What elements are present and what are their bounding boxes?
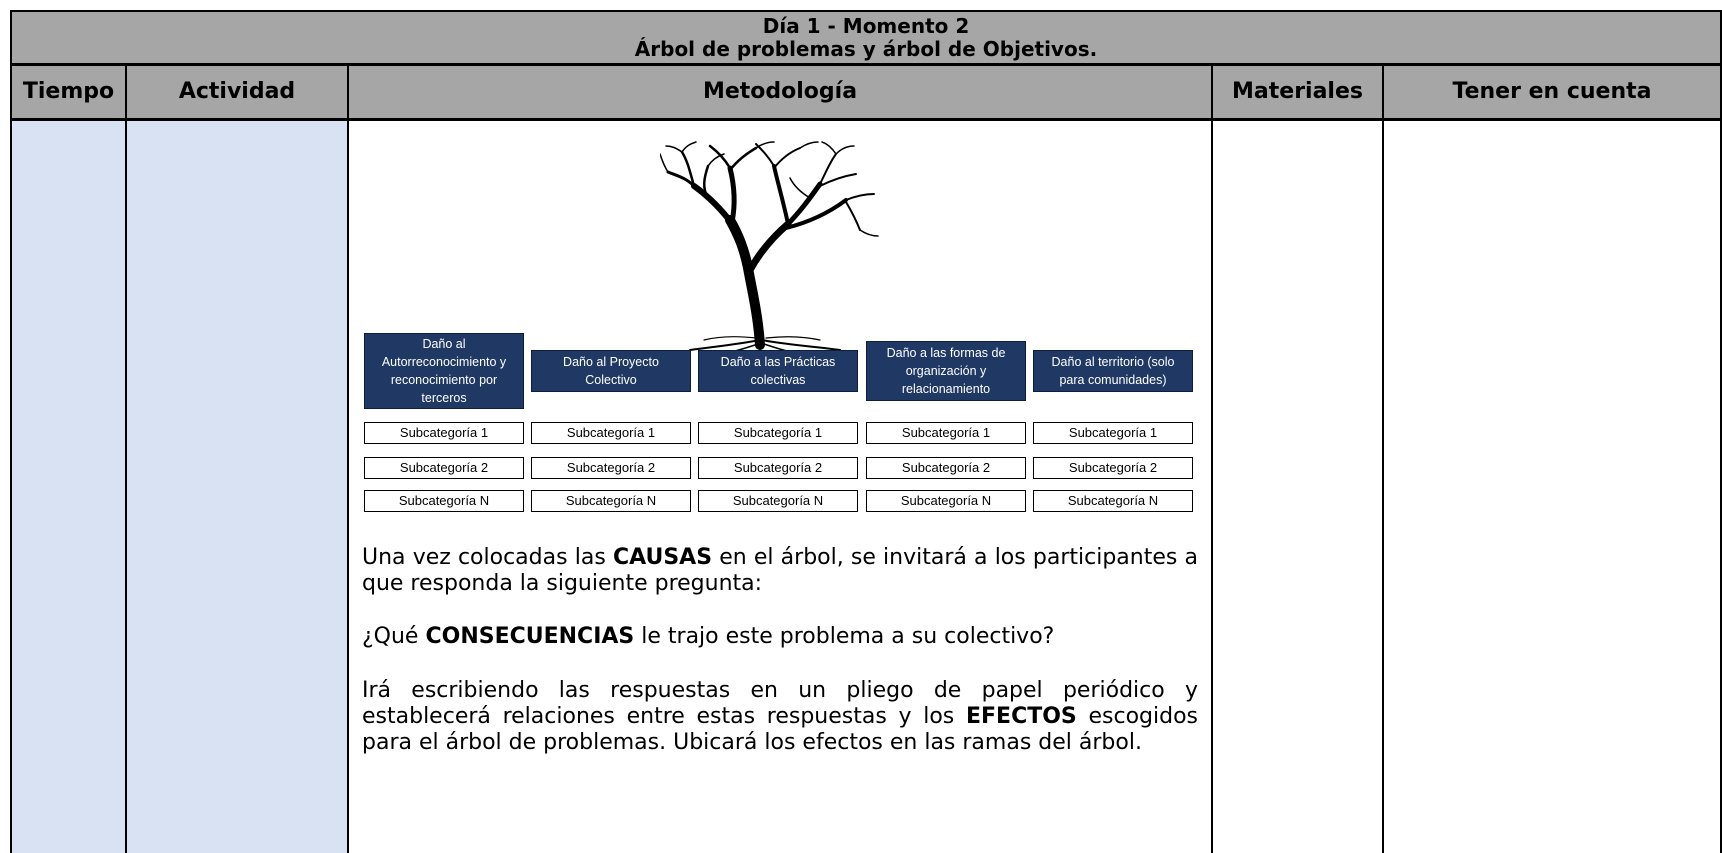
paragraph-efectos: Irá escribiendo las respuestas en un pli… [362,678,1198,756]
subcategory-box: Subcategoría 2 [698,457,858,479]
paragraph-question: ¿Qué CONSECUENCIAS le trajo este problem… [362,624,1198,650]
column-header-materiales: Materiales [1211,64,1384,120]
text-span: escogidos para el árbol de problemas. Ub… [362,704,1199,755]
text-span: Irá escribiendo las respuestas en un pli… [362,678,1198,729]
keyword-consecuencias: CONSECUENCIAS [425,624,635,649]
subcategory-box: Subcategoría 1 [698,422,858,444]
text-span: le trajo este problema a su colectivo? [634,624,1055,649]
keyword-efectos: EFECTOS [965,704,1077,729]
subcategory-box: Subcategoría 1 [1033,422,1193,444]
subcategory-box: Subcategoría 2 [531,457,691,479]
materiales-cell [1211,119,1384,853]
text-span: Una vez colocadas las [362,545,613,570]
column-header-tener-en-cuenta: Tener en cuenta [1382,64,1722,120]
subcategory-box: Subcategoría 1 [531,422,691,444]
column-header-metodologia: Metodología [347,64,1213,120]
subcategory-box: Subcategoría N [531,490,691,512]
table-title: Día 1 - Momento 2 Árbol de problemas y á… [10,10,1722,65]
tener-en-cuenta-cell [1382,119,1722,853]
subcategory-box: Subcategoría N [866,490,1026,512]
category-practicas-colectivas: Daño a las Prácticas colectivas [698,350,858,392]
column-header-actividad: Actividad [125,64,349,120]
category-autorreconocimiento: Daño al Autorreconocimiento y reconocimi… [364,333,524,409]
category-proyecto-colectivo: Daño al Proyecto Colectivo [531,350,691,392]
category-territorio: Daño al territorio (solo para comunidade… [1033,350,1193,392]
subcategory-box: Subcategoría 2 [866,457,1026,479]
keyword-causas: CAUSAS [612,545,713,570]
text-span: ¿Qué [362,624,426,649]
text-span: en el árbol, se invitará a los participa… [362,545,1198,596]
column-header-tiempo: Tiempo [10,64,127,120]
title-line-2: Árbol de problemas y árbol de Objetivos. [634,36,1098,61]
tree-illustration [660,141,879,355]
subcategory-box: Subcategoría N [364,490,524,512]
subcategory-box: Subcategoría N [1033,490,1193,512]
actividad-cell [125,119,349,853]
subcategory-box: Subcategoría 1 [866,422,1026,444]
subcategory-box: Subcategoría 2 [364,457,524,479]
paragraph-causas: Una vez colocadas las CAUSAS en el árbol… [362,545,1198,597]
tiempo-cell [10,119,127,853]
category-formas-organizacion: Daño a las formas de organización y rela… [866,341,1026,401]
subcategory-box: Subcategoría 2 [1033,457,1193,479]
subcategory-box: Subcategoría 1 [364,422,524,444]
title-line-1: Día 1 - Momento 2 [762,13,970,38]
subcategory-box: Subcategoría N [698,490,858,512]
